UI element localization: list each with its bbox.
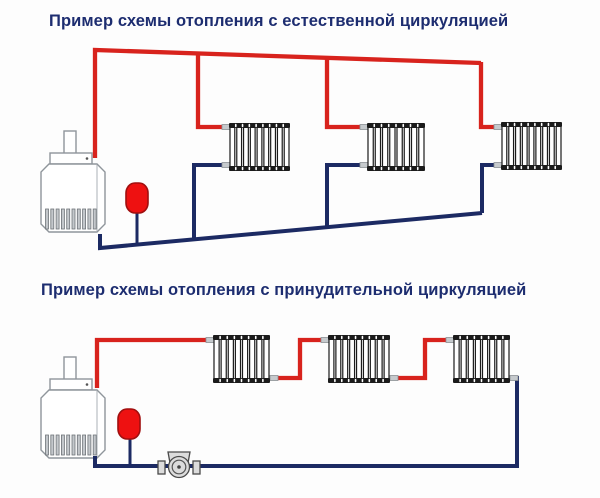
radiator-outlet-nipple — [389, 375, 399, 381]
supply-pipe — [92, 47, 482, 158]
radiator-inlet-nipple — [493, 124, 503, 130]
diagram-natural-circulation — [40, 47, 562, 251]
radiator-outlet-nipple — [221, 162, 231, 168]
radiator-icon — [367, 123, 425, 171]
return-pipe-drop-3 — [480, 163, 503, 213]
supply-pipe-drop-1 — [195, 53, 228, 130]
circulation-pump-icon — [157, 451, 201, 479]
radiator-inlet-nipple — [205, 337, 215, 343]
return-pipe-drop-1 — [192, 163, 231, 240]
radiator-inlet-nipple — [445, 337, 455, 343]
radiator-inlet-nipple — [320, 337, 330, 343]
return-pipe-main — [93, 376, 519, 468]
supply-pipe-link-2-3 — [391, 337, 452, 381]
title-forced-circulation: Пример схемы отопления с принудительной … — [41, 281, 527, 299]
supply-pipe-drop-2 — [324, 58, 366, 130]
expansion-tank-icon — [117, 408, 141, 440]
diagram-forced-circulation — [40, 335, 519, 479]
radiator-outlet-nipple — [509, 375, 519, 381]
return-pipe-main — [98, 211, 483, 251]
radiator-icon — [229, 123, 290, 171]
radiator-outlet-nipple — [269, 375, 279, 381]
radiator-icon — [453, 335, 510, 383]
supply-pipe — [94, 337, 212, 388]
supply-pipe-drop-3 — [478, 62, 501, 130]
expansion-tank-icon — [125, 182, 149, 214]
radiator-inlet-nipple — [359, 124, 369, 130]
return-pipe-drop-2 — [325, 163, 369, 228]
radiator-icon — [328, 335, 390, 383]
radiator-icon — [501, 122, 562, 170]
radiator-icon — [213, 335, 270, 383]
radiator-outlet-nipple — [493, 162, 503, 168]
supply-pipe-link-1-2 — [271, 337, 327, 381]
title-natural-circulation: Пример схемы отопления с естественной ци… — [49, 12, 509, 30]
radiator-outlet-nipple — [359, 162, 369, 168]
radiator-inlet-nipple — [221, 124, 231, 130]
